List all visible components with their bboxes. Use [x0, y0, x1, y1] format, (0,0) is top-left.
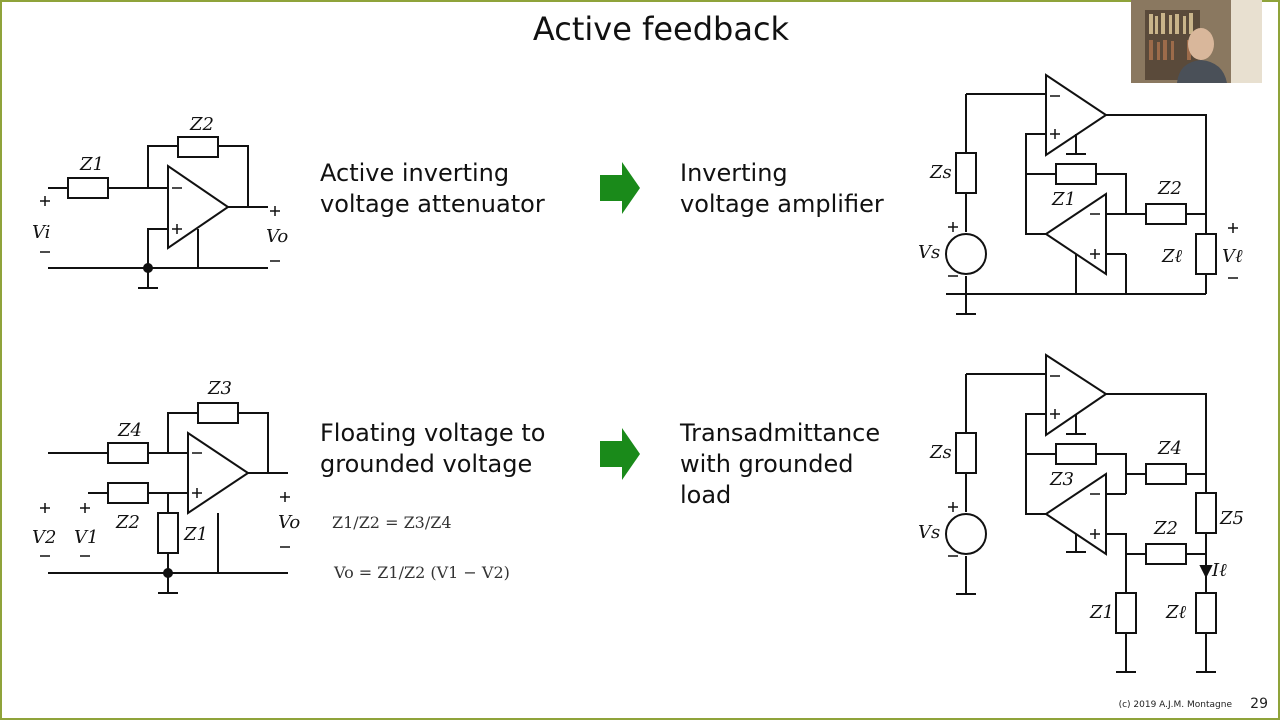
il-label: Iℓ — [1211, 560, 1227, 581]
z3-label: Z3 — [1049, 469, 1074, 490]
zl-label: Zℓ — [1165, 602, 1187, 623]
arrow-right-icon — [600, 162, 640, 214]
copyright-footer: (c) 2019 A.J.M. Montagne — [1118, 700, 1232, 710]
zl-label: Zℓ — [1161, 246, 1183, 267]
z1-label: Z1 — [1089, 602, 1114, 623]
zs-label: Zs — [929, 162, 952, 183]
v1-label: V1 — [74, 527, 98, 548]
arrow-right-icon — [600, 428, 640, 480]
vo-label: Vo — [278, 512, 300, 533]
vi-label: Vi — [32, 222, 50, 243]
z3-label: Z3 — [207, 378, 232, 399]
circuit-inverting-attenuator: Z1 Z2 Vi Vo — [32, 114, 288, 289]
circuit-transadmittance: Zs Z3 Z4 Z5 Z2 Z1 Zℓ Vs Iℓ — [918, 353, 1244, 673]
page-number: 29 — [1250, 696, 1268, 712]
circuit-inverting-amplifier: Zs Z1 Z2 Zℓ Vs Vℓ — [918, 73, 1243, 315]
equation-output: Vo = Z1/Z2 (V1 − V2) — [333, 563, 510, 582]
vs-label: Vs — [918, 522, 940, 543]
presenter-webcam — [1131, 0, 1262, 83]
row2-left-label: Floating voltage to grounded voltage — [320, 419, 546, 478]
vo-label: Vo — [266, 226, 288, 247]
presenter-video-image — [1131, 0, 1262, 83]
vl-label: Vℓ — [1222, 246, 1243, 267]
z2-label: Z2 — [189, 114, 214, 135]
v2-label: V2 — [32, 527, 56, 548]
z1-label: Z1 — [1051, 189, 1076, 210]
row2-right-label: Transadmittance with grounded load — [680, 419, 881, 509]
row1-right-label: Inverting voltage amplifier — [680, 159, 884, 218]
z2-label: Z2 — [1153, 518, 1178, 539]
z4-label: Z4 — [117, 420, 142, 441]
equation-ratio: Z1/Z2 = Z3/Z4 — [332, 513, 452, 532]
z1-label: Z1 — [79, 154, 104, 175]
z2-label: Z2 — [115, 512, 140, 533]
z5-label: Z5 — [1219, 508, 1244, 529]
zs-label: Zs — [929, 442, 952, 463]
z4-label: Z4 — [1157, 438, 1182, 459]
row1-left-label: Active inverting voltage attenuator — [320, 159, 545, 218]
z2-label: Z2 — [1157, 178, 1182, 199]
circuit-floating-to-grounded: Z4 Z3 Z2 Z1 V2 V1 Vo Z1/Z2 = Z3/Z4 Vo = … — [32, 378, 510, 594]
slide-title: Active feedback — [532, 10, 790, 48]
vs-label: Vs — [918, 242, 940, 263]
z1-label: Z1 — [183, 524, 208, 545]
